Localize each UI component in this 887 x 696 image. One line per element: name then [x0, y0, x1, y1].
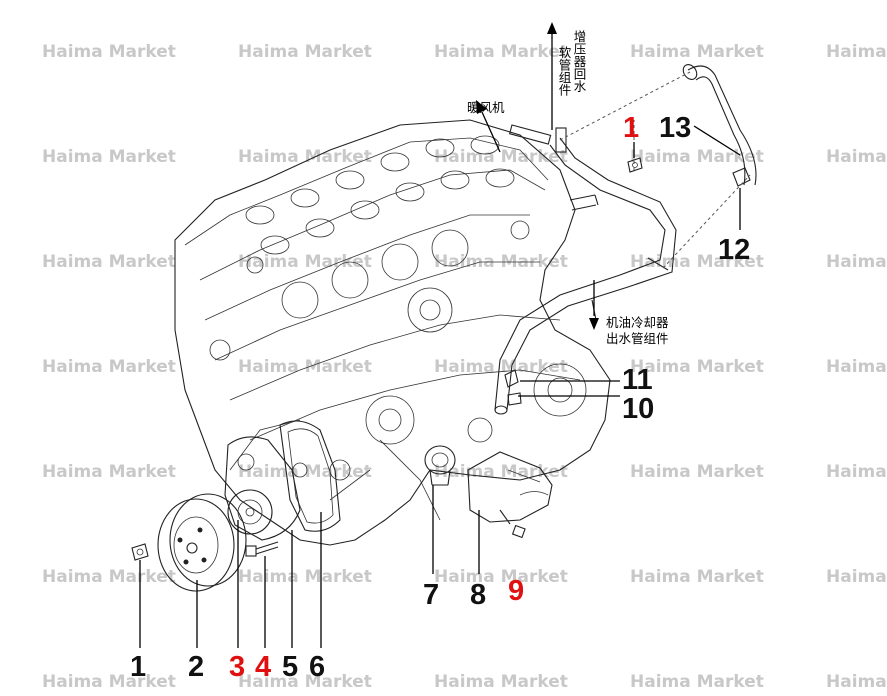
oil-cooler-caption-line-1: 机油冷却器 [606, 315, 669, 330]
callout-number-10: 10 [622, 393, 654, 425]
turbo-return-hose [682, 64, 757, 186]
watermark-text: Haima Market [42, 567, 176, 587]
watermark-text: Haima Market [238, 462, 372, 482]
oil-cooler-caption-line-2: 出水管组件 [606, 331, 669, 346]
callout-number-9: 9 [508, 575, 524, 607]
water-pump-assembly [224, 420, 341, 541]
heater-caption: 暖风机 [467, 100, 505, 115]
pulley [157, 493, 247, 592]
oil-cooler-arrow [589, 280, 599, 330]
housing-bolt [499, 509, 526, 539]
watermark-text: Haima Market [434, 42, 568, 62]
watermark-text: Haima Market [238, 252, 372, 272]
callout-number-1: 1 [130, 651, 146, 683]
turbo-return-caption-line-1: 增压器回水 [572, 29, 587, 93]
watermark-text: Haima Market [826, 42, 887, 62]
engine-block-drawing [174, 119, 611, 546]
watermark-text: Haima Market [42, 147, 176, 167]
watermark-text: Haima Market [826, 252, 887, 272]
callout-number-12: 12 [718, 234, 750, 266]
watermark-text: Haima Market [826, 672, 887, 692]
watermark-text: Haima Market [238, 147, 372, 167]
hose-clip [732, 167, 751, 187]
watermark-text: Haima Market [826, 567, 887, 587]
callout-number-4: 4 [255, 651, 271, 683]
callout-number-11: 11 [622, 364, 653, 396]
watermark-text: Haima Market [434, 462, 568, 482]
watermark-text: Haima Market [238, 357, 372, 377]
callout-number-6: 6 [309, 651, 325, 683]
callout-number-8: 8 [470, 579, 486, 611]
watermark-text: Haima Market [826, 462, 887, 482]
callout-number-1-top: 1 [623, 112, 639, 144]
watermark-text: Haima Market [434, 567, 568, 587]
pump-bolt [245, 541, 279, 557]
watermark-text: Haima Market [630, 672, 764, 692]
watermark-text: Haima Market [630, 357, 764, 377]
pulley-bolt [131, 543, 149, 561]
callout-leaders [139, 125, 741, 648]
callout-number-7: 7 [423, 579, 439, 611]
watermark-text: Haima Market [630, 567, 764, 587]
callout-number-3: 3 [229, 651, 245, 683]
turbo-return-caption-line-2: 软管组件 [557, 46, 572, 96]
watermark-text: Haima Market [238, 42, 372, 62]
connector-pipe-top [555, 127, 567, 153]
watermark-text: Haima Market [826, 147, 887, 167]
oil-cooler-caption: 机油冷却器 出水管组件 [606, 315, 669, 346]
thermostat [424, 445, 456, 486]
callout-number-13: 13 [659, 112, 691, 144]
watermark-text: Haima Market [238, 672, 372, 692]
watermark-text: Haima Market [434, 672, 568, 692]
watermark-text: Haima Market [42, 462, 176, 482]
callout-number-5: 5 [282, 651, 298, 683]
watermark-text: Haima Market [826, 357, 887, 377]
watermark-text: Haima Market [42, 42, 176, 62]
turbo-return-caption: 增压器回水 软管组件 [557, 29, 587, 96]
watermark-text: Haima Market [434, 147, 568, 167]
watermark-text: Haima Market [630, 147, 764, 167]
heater-arrow [476, 100, 501, 153]
pipe-bracket-bolts [504, 369, 522, 406]
thermostat-housing [467, 451, 553, 523]
watermark-text: Haima Market [434, 357, 568, 377]
watermark-text: Haima Market [238, 567, 372, 587]
top-bolt [627, 157, 643, 173]
callout-number-2: 2 [188, 651, 204, 683]
watermark-text: Haima Market [42, 672, 176, 692]
watermark-text: Haima Market [42, 252, 176, 272]
watermark-text: Haima Market [42, 357, 176, 377]
turbo-return-arrow [547, 22, 557, 130]
watermark-text: Haima Market [630, 42, 764, 62]
watermark-text: Haima Market [630, 462, 764, 482]
